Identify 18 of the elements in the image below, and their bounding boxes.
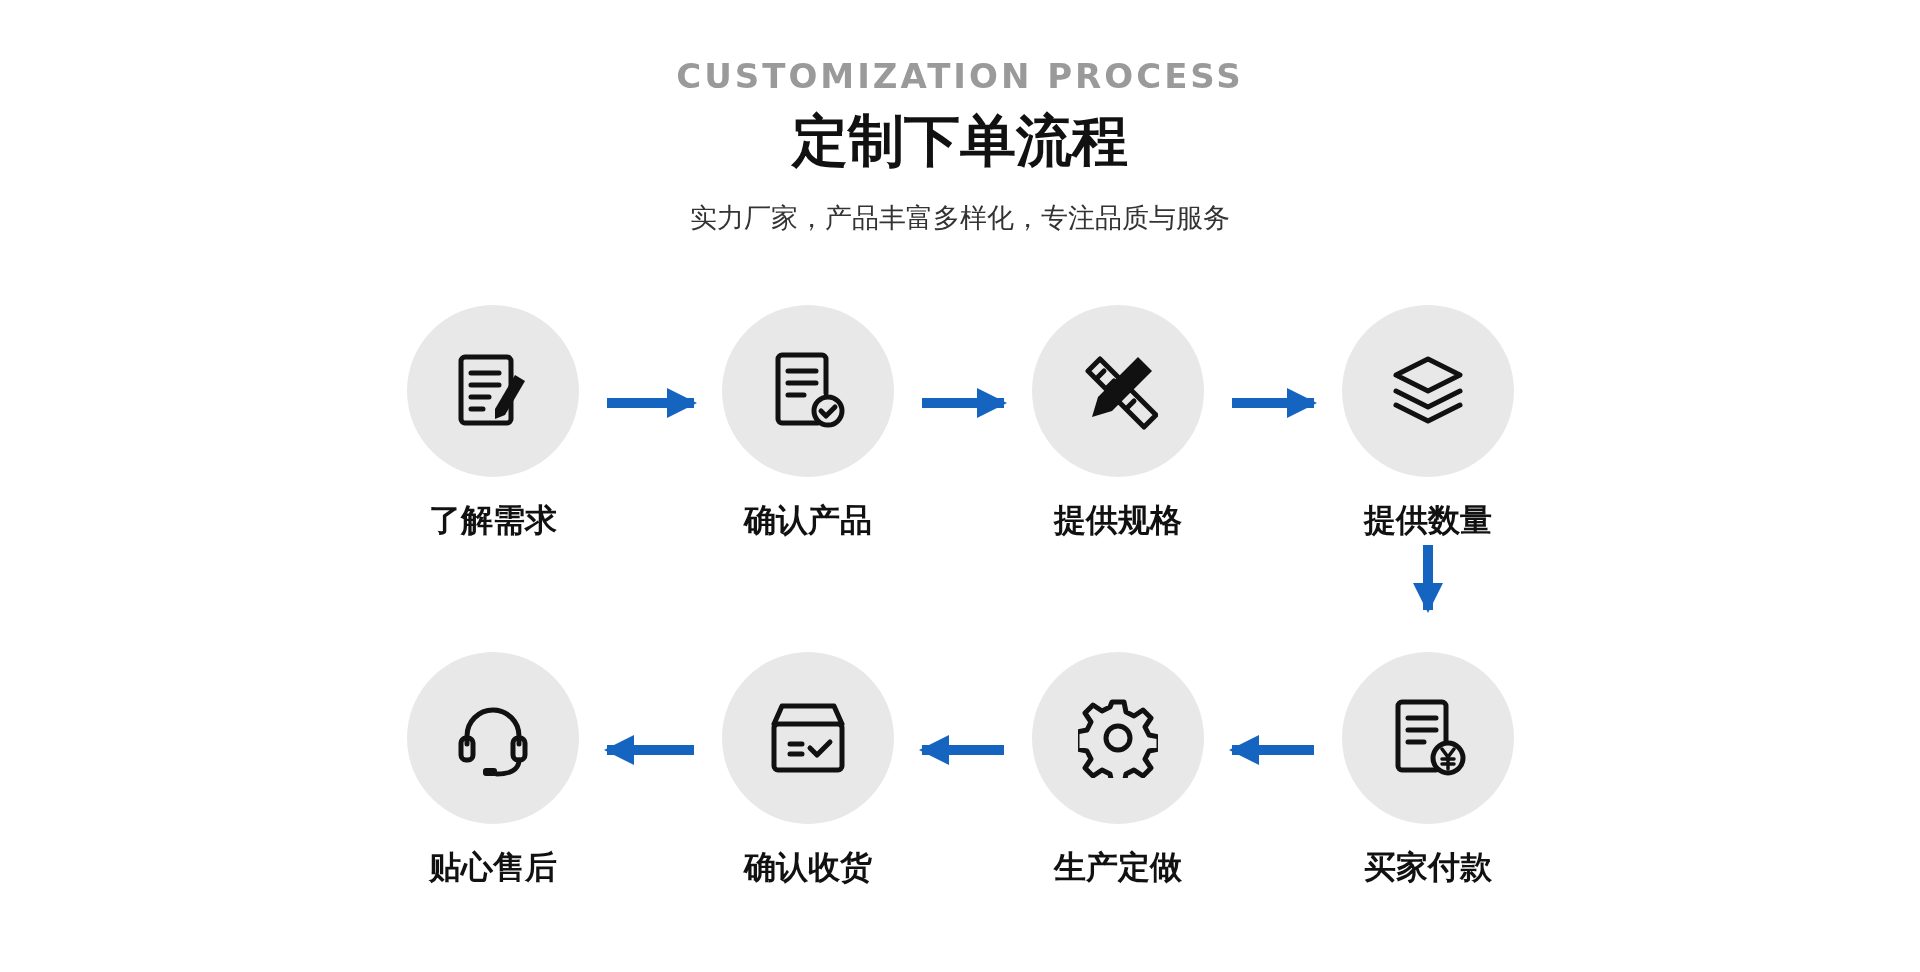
step-label: 确认收货 [742,847,873,888]
title: 定制下单流程 [792,108,1128,173]
step-label: 提供规格 [1052,500,1183,541]
arrow [1229,735,1314,765]
arrow [1413,545,1443,613]
arrow [922,388,1007,418]
subtitle-text: CUSTOMIZATION PROCESS [676,56,1244,96]
tagline: 实力厂家，产品丰富多样化，专注品质与服务 [690,202,1230,233]
arrow [919,735,1004,765]
step-label: 生产定做 [1052,847,1183,888]
step-label: 买家付款 [1363,847,1493,888]
step-label: 提供数量 [1362,500,1493,541]
step-label: 确认产品 [742,500,873,541]
step-label: 了解需求 [428,500,558,541]
step-label: 贴心售后 [428,847,558,888]
arrow [607,388,697,418]
arrow [604,735,694,765]
arrow [1232,388,1317,418]
